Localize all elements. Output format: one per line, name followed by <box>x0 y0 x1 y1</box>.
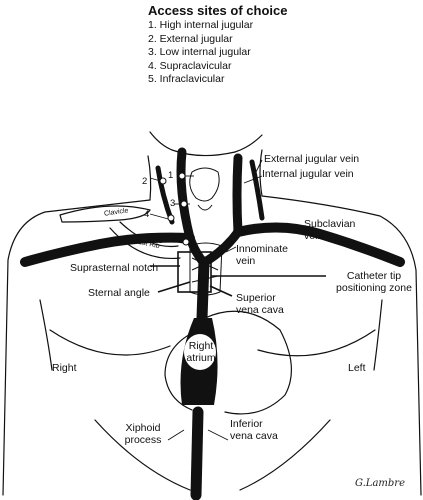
right-internal-jugular-vein <box>176 147 195 243</box>
access-sites-title: Access sites of choice <box>148 3 288 18</box>
ivc-pointer <box>207 429 229 441</box>
marker-1: 1 <box>168 170 174 181</box>
subclavian-vein-label: Subclavian vein <box>304 218 356 242</box>
pectoral-left <box>257 329 376 357</box>
xiphoid-pointer <box>167 429 185 441</box>
right-atrium-label-bg <box>184 334 216 370</box>
innominate-vein-label: Innominate vein <box>236 243 288 267</box>
suprasternal-notch-label: Suprasternal notch <box>70 262 159 274</box>
site-2-dot <box>159 177 167 185</box>
sternal-angle-label: Sternal angle <box>88 287 150 299</box>
abdomen-line-left <box>239 419 331 491</box>
external-jugular-vein-label: External jugular vein <box>264 153 360 165</box>
access-site-item: 1. High internal jugular <box>148 19 254 31</box>
access-site-item: 3. Low internal jugular <box>148 46 251 58</box>
sternal-angle-pointer <box>157 281 191 293</box>
site-4-dot <box>167 214 175 222</box>
inferior-vena-cava <box>190 406 204 500</box>
arm-line-right <box>39 299 53 371</box>
marker-4: 4 <box>144 209 150 220</box>
right-side-label: Right <box>52 362 77 374</box>
jaw-right <box>234 134 263 153</box>
right-atrium-label: Right atrium <box>186 340 216 364</box>
access-site-item: 4. Supraclavicular <box>148 59 232 72</box>
right-subclavian-vein <box>20 232 195 267</box>
jaw-left <box>149 131 173 151</box>
sternum-outline <box>189 242 223 296</box>
thyroid-outline <box>189 167 220 202</box>
left-internal-jugular-vein <box>232 153 243 237</box>
marker-3: 3 <box>170 198 176 209</box>
access-site-item: 5. Infraclavicular <box>148 73 225 85</box>
innominate-pointer <box>225 246 237 253</box>
chin-outline <box>171 149 236 157</box>
xiphoid-process-label: Xiphoid process <box>124 422 162 446</box>
arm-line-left <box>373 299 383 371</box>
site-3-dot <box>180 200 188 208</box>
left-subclavian-vein <box>233 222 405 267</box>
catheter-tip-label: Catheter tip positioning zone <box>336 270 412 294</box>
body-outline-left <box>261 195 422 496</box>
clavicle-shape <box>59 205 151 223</box>
marker-2: 2 <box>142 176 148 187</box>
pectoral-right <box>49 329 171 356</box>
access-site-item: 2. External jugular <box>148 32 233 45</box>
internal-jugular-pointer <box>243 175 263 184</box>
internal-jugular-vein-label: Internal jugular vein <box>262 168 354 180</box>
external-jugular-pointer <box>255 159 263 173</box>
left-side-label: Left <box>348 362 366 374</box>
neck-left-outline <box>259 149 263 197</box>
site-1-dot <box>178 172 186 180</box>
inferior-vena-cava-label: Inferior vena cava <box>230 418 278 442</box>
superior-vena-cava-label: Superior vena cava <box>236 292 284 316</box>
access-sites-list: 1. High internal jugular 2. External jug… <box>148 19 253 87</box>
catheter-tip-zone-box <box>177 251 212 293</box>
pericardium-outline <box>204 310 293 415</box>
abdomen-line-right <box>94 419 191 491</box>
body-outline-right <box>2 199 151 496</box>
superior-vena-cava <box>196 256 210 324</box>
site-5-dot <box>182 238 190 246</box>
artist-signature: G.Lambre <box>355 478 405 489</box>
left-external-jugular-vein <box>249 159 265 221</box>
svc-pointer <box>209 285 233 297</box>
marker-5: 5 <box>158 235 164 246</box>
